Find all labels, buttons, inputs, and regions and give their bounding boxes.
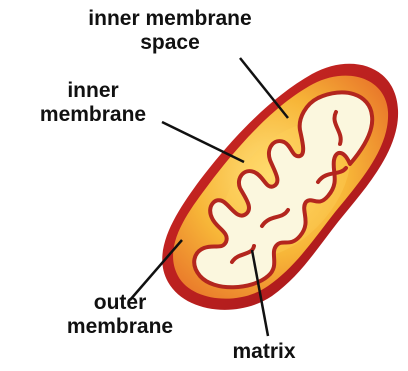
label-inner-membrane: inner membrane — [12, 79, 174, 127]
leader-line-inner-membrane-space — [240, 58, 288, 118]
label-inner-membrane-space-line2: space — [52, 31, 288, 55]
label-inner-membrane-line2: membrane — [12, 103, 174, 127]
label-outer-membrane-line1: outer — [40, 291, 200, 315]
label-matrix: matrix — [214, 340, 314, 364]
label-inner-membrane-space: inner membrane space — [52, 7, 288, 55]
label-inner-membrane-space-line1: inner membrane — [52, 7, 288, 31]
label-outer-membrane: outer membrane — [40, 291, 200, 339]
label-inner-membrane-line1: inner — [12, 79, 174, 103]
label-outer-membrane-line2: membrane — [40, 315, 200, 339]
label-matrix-line1: matrix — [214, 340, 314, 364]
